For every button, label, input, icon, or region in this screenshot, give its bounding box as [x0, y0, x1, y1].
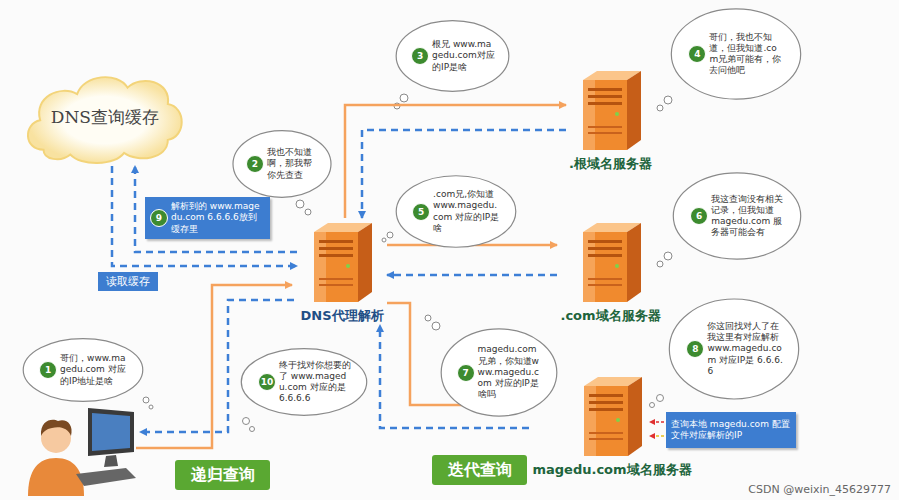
callout-number: 8 — [686, 340, 704, 358]
bubble-inner: 8你这回找对人了在我这里有对应解析 www.magedu.com 对应IP是 6… — [686, 313, 782, 384]
speech-bubble: 5.com兄,你知道 www.magedu.com 对应的IP是啥 — [395, 175, 517, 248]
query-type-box: 迭代查询 — [432, 455, 527, 485]
callout-number: 5 — [412, 203, 430, 221]
bubble-tail — [305, 209, 311, 215]
callout-number: 3 — [411, 47, 429, 65]
server-icon — [577, 66, 645, 152]
bubble-tail — [664, 96, 672, 104]
leader-arrow — [650, 421, 664, 423]
leader-arrow — [650, 435, 664, 437]
server-icon — [578, 372, 646, 458]
edge-label: 读取缓存 — [98, 272, 158, 291]
bubble-tail — [432, 322, 440, 330]
bubble-tail — [382, 238, 386, 242]
note-text: 查询本地 magedu.com 配置文件对应解析的IP — [671, 419, 791, 442]
person-hair — [41, 420, 72, 436]
query-type-box: 递归查询 — [175, 460, 270, 490]
person-body — [28, 458, 84, 496]
speech-bubble: 4哥们，我也不知道，但我知道.com兄弟可能有，你去问他吧 — [670, 8, 802, 100]
bubble-tail — [243, 418, 250, 425]
node-text: 递归查询 — [191, 465, 255, 486]
bubble-inner: 6我这查询没有相关记录，但我知道 magedu.com 服务器可能会有 — [690, 185, 785, 247]
note-box: 9解析到的 www.magedu.com 6.6.6.6放到缓存里 — [145, 197, 270, 239]
bubble-text: 哥们，www.magedu.com 对应的IP地址是啥 — [60, 353, 128, 387]
node-text: DNS查询缓存 — [51, 106, 159, 129]
monitor-screen — [92, 413, 130, 451]
speech-bubble: 8你这回找对人了在我这里有对应解析 www.magedu.com 对应IP是 6… — [668, 298, 800, 400]
callout-number: 1 — [39, 361, 57, 379]
bubble-tail — [143, 397, 149, 403]
bubble-inner: 1哥们，www.magedu.com 对应的IP地址是啥 — [39, 348, 128, 393]
node-text: 迭代查询 — [448, 460, 512, 481]
callout-number: 7 — [457, 364, 475, 382]
note-text: 解析到的 www.magedu.com 6.6.6.6放到缓存里 — [171, 201, 265, 235]
bubble-tail — [387, 232, 393, 238]
bubble-text: 哥们，我也不知道，但我知道.com兄弟可能有，你去问他吧 — [709, 32, 784, 77]
connector — [387, 274, 557, 277]
server-label: DNS代理解析 — [297, 307, 387, 325]
server-label: .com域名服务器 — [557, 307, 664, 325]
speech-bubble: 7magedu.com兄弟，你知道www.magedu.com 对应的IP是啥吗 — [440, 328, 558, 417]
bubble-tail — [400, 94, 408, 102]
note-box: 查询本地 magedu.com 配置文件对应解析的IP — [666, 412, 796, 448]
bubble-text: 根兄 www.magedu.com对应的IP是啥 — [432, 39, 495, 73]
callout-number: 6 — [690, 207, 708, 225]
cache-cloud: DNS查询缓存 — [20, 68, 188, 166]
speech-bubble: 6我这查询没有相关记录，但我知道 magedu.com 服务器可能会有 — [672, 172, 802, 260]
bubble-inner: 5.com兄,你知道 www.magedu.com 对应的IP是啥 — [412, 186, 501, 237]
server: .com域名服务器 — [557, 218, 664, 325]
monitor — [88, 408, 134, 456]
bubble-tail — [296, 200, 304, 208]
callout-number: 4 — [688, 45, 706, 63]
bubble-text: .com兄,你知道 www.magedu.com 对应的IP是啥 — [433, 189, 501, 234]
server-label: magedu.com域名服务器 — [529, 461, 695, 479]
bubble-tail — [149, 405, 153, 409]
speech-bubble: 1哥们，www.magedu.com 对应的IP地址是啥 — [22, 338, 144, 402]
bubble-inner: 7magedu.com兄弟，你知道www.magedu.com 对应的IP是啥吗 — [457, 341, 543, 403]
bubble-inner: 10终于找对你想要的了 www.magedu.com 对应的是6.6.6.6 — [258, 358, 351, 406]
speech-bubble: 2我也不知道啊，那我帮你先查查 — [232, 130, 332, 198]
server-icon — [308, 218, 376, 304]
server-label: .根域名服务器 — [566, 155, 655, 173]
bubble-inner: 4哥们，我也不知道，但我知道.com兄弟可能有，你去问他吧 — [688, 22, 784, 86]
bubble-inner: 2我也不知道啊，那我帮你先查查 — [246, 140, 319, 188]
keyboard — [76, 468, 136, 486]
bubble-tail — [650, 403, 655, 408]
server-icon — [577, 218, 645, 304]
bubble-text: 我这查询没有相关记录，但我知道 magedu.com 服务器可能会有 — [711, 194, 785, 239]
cloud-inner: DNS查询缓存 — [44, 83, 167, 152]
watermark: CSDN @weixin_45629777 — [748, 483, 891, 496]
bubble-tail — [250, 427, 255, 432]
bubble-inner: 3根兄 www.magedu.com对应的IP是啥 — [411, 31, 495, 81]
callout-number: 2 — [246, 155, 264, 173]
bubble-tail — [657, 261, 663, 267]
callout-number: 10 — [258, 373, 276, 391]
bubble-text: 终于找对你想要的了 www.magedu.com 对应的是6.6.6.6 — [279, 360, 351, 405]
bubble-tail — [664, 252, 672, 260]
speech-bubble: 10终于找对你想要的了 www.magedu.com 对应的是6.6.6.6 — [240, 348, 368, 416]
speech-bubble: 3根兄 www.magedu.com对应的IP是啥 — [395, 20, 510, 92]
bubble-text: 你这回找对人了在我这里有对应解析 www.magedu.com 对应IP是 6.… — [707, 321, 782, 377]
bubble-tail — [657, 105, 663, 111]
monitor-stand — [104, 455, 118, 467]
bubble-tail — [425, 315, 431, 321]
server: DNS代理解析 — [297, 218, 387, 325]
server: .根域名服务器 — [566, 66, 655, 173]
bubble-text: magedu.com兄弟，你知道www.magedu.com 对应的IP是啥吗 — [478, 344, 543, 400]
client-figure — [28, 408, 136, 496]
bubble-text: 我也不知道啊，那我帮你先查查 — [267, 147, 319, 181]
callout-number: 9 — [150, 209, 168, 227]
bubble-tail — [657, 395, 664, 402]
